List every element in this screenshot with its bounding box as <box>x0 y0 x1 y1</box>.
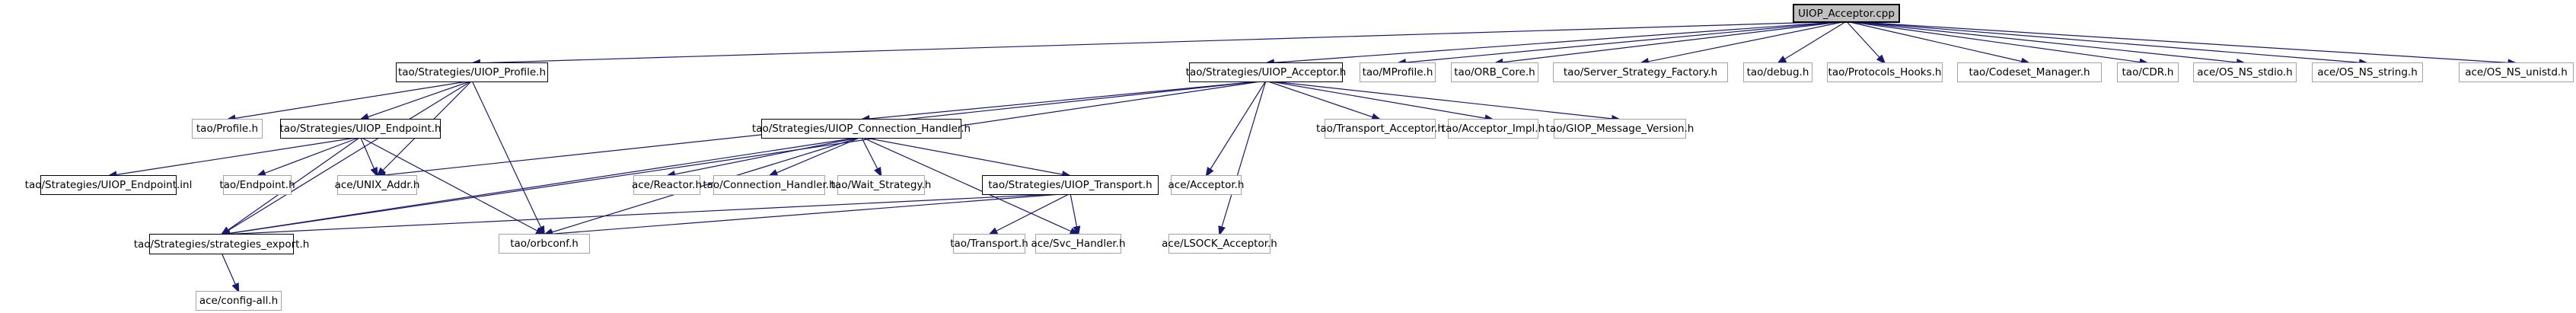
graph-edge-uiop_conn_handler-to-reactor <box>665 136 862 178</box>
graph-edge-uiop_conn_handler-to-wait_strategy <box>860 136 882 177</box>
graph-node-connection_handler[interactable]: tao/Connection_Handler.h <box>703 175 836 195</box>
graph-edge-root-to-cdr <box>1846 21 2150 66</box>
graph-edge-uiop_conn_handler-to-orbconf <box>543 136 862 236</box>
graph-node-os_ns_stdio[interactable]: ace/OS_NS_stdio.h <box>2193 62 2297 82</box>
graph-node-uiop_profile[interactable]: tao/Strategies/UIOP_Profile.h <box>396 62 548 82</box>
graph-node-strategies_export[interactable]: tao/Strategies/strategies_export.h <box>134 234 309 254</box>
graph-node-acceptor_impl[interactable]: tao/Acceptor_Impl.h <box>1442 119 1545 139</box>
graph-node-uiop_endpoint[interactable]: tao/Strategies/UIOP_Endpoint.h <box>279 119 442 139</box>
graph-edge-root-to-orb_core <box>1493 21 1847 66</box>
graph-edge-uiop_acceptor_h-to-transport_acceptor <box>1265 80 1382 121</box>
graph-node-acceptor[interactable]: ace/Acceptor.h <box>1168 175 1245 195</box>
graph-node-os_ns_unistd[interactable]: ace/OS_NS_unistd.h <box>2459 62 2574 82</box>
graph-edge-uiop_acceptor_h-to-acceptor_impl <box>1265 80 1495 123</box>
graph-edge-uiop_transport-to-strategies_export <box>220 193 1071 238</box>
graph-edge-uiop_endpoint-to-endpoint <box>256 136 361 177</box>
graph-edge-root-to-os_ns_stdio <box>1846 21 2246 66</box>
graph-edge-strategies_export-to-config_all <box>221 252 240 293</box>
graph-node-wait_strategy[interactable]: tao/Wait_Strategy.h <box>831 175 931 195</box>
graph-node-config_all[interactable]: ace/config-all.h <box>196 291 282 311</box>
graph-edge-uiop_conn_handler-to-connection_handler <box>767 136 862 177</box>
graph-node-uiop_acceptor_h[interactable]: tao/Strategies/UIOP_Acceptor.h <box>1186 62 1346 82</box>
graph-edge-uiop_acceptor_h-to-uiop_conn_handler <box>859 80 1267 123</box>
graph-edge-uiop_acceptor_h-to-giop_msg_version <box>1265 80 1621 123</box>
graph-node-codeset_manager[interactable]: tao/Codeset_Manager.h <box>1957 62 2102 82</box>
graph-node-transport_acceptor[interactable]: tao/Transport_Acceptor.h <box>1316 119 1444 139</box>
graph-node-profile[interactable]: tao/Profile.h <box>192 119 263 139</box>
graph-node-svc_handler[interactable]: ace/Svc_Handler.h <box>1031 234 1126 254</box>
graph-edge-uiop_transport-to-svc_handler <box>1070 193 1081 236</box>
graph-node-uiop_conn_handler[interactable]: tao/Strategies/UIOP_Connection_Handler.h <box>752 119 971 139</box>
graph-edge-root-to-uiop_profile <box>470 21 1847 67</box>
graph-node-protocols_hooks[interactable]: tao/Protocols_Hooks.h <box>1827 62 1943 82</box>
graph-node-orb_core[interactable]: tao/ORB_Core.h <box>1451 62 1538 82</box>
graph-edge-uiop_acceptor_h-to-acceptor <box>1205 80 1267 177</box>
graph-edge-uiop_acceptor_h-to-strategies_export <box>220 80 1267 238</box>
graph-edge-root-to-debug <box>1776 21 1847 65</box>
graph-node-uiop_endpoint_inl[interactable]: tao/Strategies/UIOP_Endpoint.inl <box>25 175 192 195</box>
graph-node-giop_msg_version[interactable]: tao/GIOP_Message_Version.h <box>1546 119 1694 139</box>
graph-edge-root-to-os_ns_string <box>1846 21 2369 67</box>
graph-edge-uiop_conn_handler-to-uiop_transport <box>861 136 1072 178</box>
graph-edge-uiop_endpoint-to-unix_addr <box>359 136 378 177</box>
graph-edge-uiop_profile-to-uiop_endpoint <box>359 80 473 121</box>
graph-node-uiop_transport[interactable]: tao/Strategies/UIOP_Transport.h <box>982 175 1159 195</box>
graph-edge-root-to-uiop_acceptor_h <box>1264 21 1847 67</box>
graph-edge-uiop_endpoint-to-uiop_endpoint_inl <box>107 136 361 179</box>
graph-node-transport[interactable]: tao/Transport.h <box>950 234 1028 254</box>
graph-edge-root-to-server_strategy_factory <box>1639 21 1847 65</box>
graph-edge-uiop_profile-to-strategies_export <box>220 80 473 236</box>
graph-edge-root-to-os_ns_unistd <box>1846 21 2518 67</box>
graph-node-debug[interactable]: tao/debug.h <box>1743 62 1812 82</box>
graph-node-endpoint[interactable]: tao/Endpoint.h <box>219 175 295 195</box>
graph-edge-uiop_endpoint-to-orbconf <box>360 136 546 235</box>
graph-node-orbconf[interactable]: tao/orbconf.h <box>499 234 590 254</box>
graph-edge-uiop_transport-to-transport <box>987 193 1071 235</box>
graph-node-cdr[interactable]: tao/CDR.h <box>2117 62 2179 82</box>
graph-edge-uiop_conn_handler-to-svc_handler <box>861 136 1080 235</box>
graph-node-os_ns_string[interactable]: ace/OS_NS_string.h <box>2312 62 2423 82</box>
graph-node-lsock_acceptor[interactable]: ace/LSOCK_Acceptor.h <box>1162 234 1277 254</box>
graph-edge-uiop_acceptor_h-to-lsock_acceptor <box>1218 80 1267 236</box>
graph-node-reactor[interactable]: ace/Reactor.h <box>632 175 702 195</box>
graph-node-unix_addr[interactable]: ace/UNIX_Addr.h <box>335 175 419 195</box>
graph-edge-uiop_transport-to-orbconf <box>543 193 1071 238</box>
graph-edge-root-to-protocols_hooks <box>1846 21 1886 65</box>
graph-node-server_strategy_factory[interactable]: tao/Server_Strategy_Factory.h <box>1553 62 1728 82</box>
graph-node-mprofile[interactable]: tao/MProfile.h <box>1360 62 1436 82</box>
graph-edge-uiop_profile-to-profile <box>225 80 473 123</box>
graph-node-root: UIOP_Acceptor.cpp <box>1793 4 1900 23</box>
graph-edge-root-to-codeset_manager <box>1846 21 2031 65</box>
graph-edge-root-to-mprofile <box>1396 21 1847 66</box>
graph-edge-uiop_conn_handler-to-strategies_export <box>220 136 862 238</box>
graph-edge-uiop_profile-to-orbconf <box>471 80 545 236</box>
